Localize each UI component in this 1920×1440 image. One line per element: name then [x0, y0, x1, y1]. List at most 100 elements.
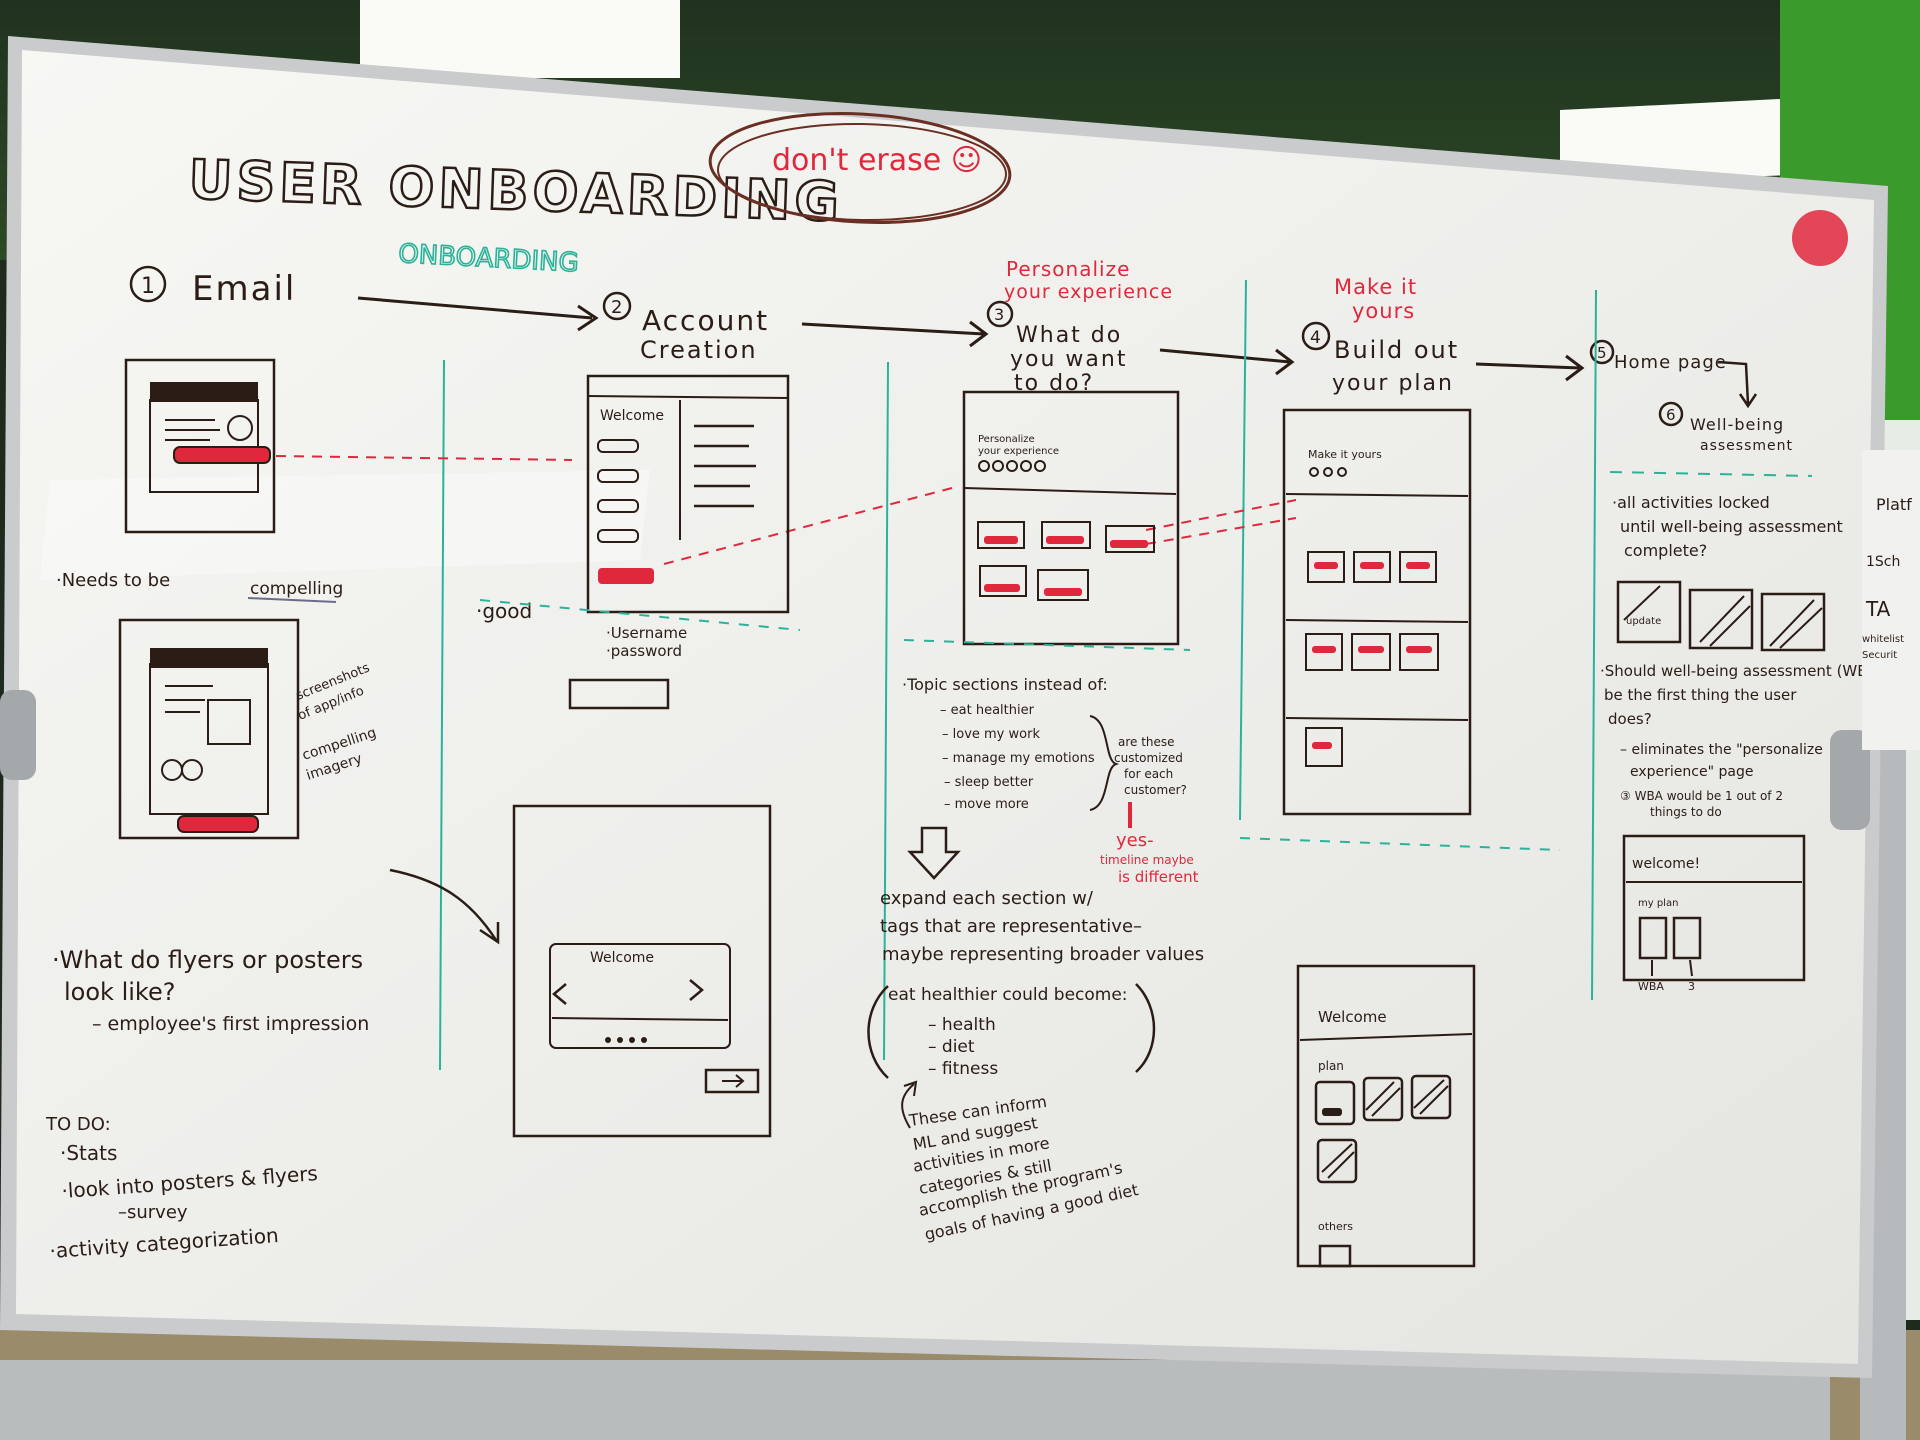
topic-item: – sleep better [944, 775, 1034, 790]
wireframe-text-lines [165, 685, 213, 713]
wireframe-home-welcome: welcome! [1632, 856, 1700, 872]
wireframe-personalize [962, 390, 1180, 646]
board-clip-right [1830, 730, 1870, 830]
adjacent-board [1862, 450, 1920, 750]
step-number [129, 265, 167, 303]
wireframe-input [597, 529, 639, 543]
topic-item: – love my work [942, 727, 1040, 742]
column-divider [1591, 289, 1597, 1001]
note-wba: ·Should well-being assessment (WBA) [1600, 662, 1884, 680]
down-arrow-icon [907, 826, 961, 880]
wireframe-header-bar [150, 382, 258, 402]
flow-arrow [1475, 354, 1585, 382]
topic-item: – manage my emotions [942, 751, 1095, 766]
magnet-icon [1792, 210, 1848, 266]
step-number: 5 [1597, 344, 1607, 362]
wireframe-home-welcome: Welcome [1318, 1008, 1387, 1026]
column-divider [1239, 279, 1247, 821]
wireframe-plan-rows [1305, 551, 1439, 767]
wireframe-phone-image [207, 699, 251, 745]
dashed-connector [1145, 499, 1297, 531]
note-eat-item: – diet [928, 1037, 975, 1057]
note-locked: complete? [1624, 541, 1707, 560]
paren-right [1135, 983, 1156, 1073]
step-number: 2 [611, 297, 622, 318]
wireframe-plan-card [1638, 916, 1668, 960]
wireframe-red-button [177, 815, 259, 833]
flow-arrow [1159, 348, 1295, 376]
hatch-fill [1321, 1079, 1449, 1179]
wireframe-welcome-text: Welcome [600, 408, 664, 424]
dont-erase-circle [708, 112, 1012, 224]
flow-arrow [357, 296, 599, 332]
note-username: ·Username [606, 624, 687, 642]
curved-arrow [389, 868, 500, 945]
step-account-label: Creation [640, 336, 758, 364]
wireframe-locked-tiles [1616, 580, 1826, 652]
flow-arrow [801, 320, 989, 348]
wireframe-divider [551, 1017, 729, 1021]
dont-erase-note: don't erase ☺ [772, 143, 982, 178]
step-number: 6 [1666, 406, 1676, 424]
wireframe-red-button [598, 568, 654, 584]
step-wellbeing-label: assessment [1700, 438, 1793, 454]
wireframe-carousel-screen [512, 804, 772, 1138]
wireframe-plan-cards [1314, 1074, 1452, 1268]
wireframe-dots [978, 460, 1046, 472]
step-red-title: Personalize [1006, 257, 1130, 281]
todo-item: ·Stats [60, 1141, 117, 1165]
teal-dashed-line [1609, 471, 1813, 477]
wireframe-input [597, 499, 639, 513]
side-question: customer? [1124, 783, 1187, 797]
step-number [602, 291, 632, 321]
teal-dashed-line [479, 599, 801, 631]
note-locked: until well-being assessment [1620, 517, 1843, 536]
wireframe-split [587, 395, 789, 540]
step-red-title: yours [1352, 299, 1415, 323]
note-wba: does? [1608, 710, 1652, 728]
locked-tile-update: update [1626, 616, 1661, 627]
wireframe-dots [1309, 467, 1347, 477]
answer-yes: timeline maybe [1100, 853, 1194, 867]
column-divider [439, 359, 445, 1071]
label-three: 3 [1688, 980, 1695, 993]
wireframe-personalize-title: Personalize [978, 434, 1035, 445]
dashed-connector [275, 455, 573, 461]
compelling-underline [247, 597, 337, 603]
arrow-right-icon [722, 1074, 745, 1088]
step-red-title: Make it [1334, 275, 1417, 299]
side-question: for each [1124, 767, 1173, 781]
note-eliminates: – eliminates the "personalize [1620, 742, 1823, 758]
step-home-label: Home page [1614, 352, 1727, 373]
step-number [1589, 339, 1615, 365]
note-wba: be the first thing the user [1604, 686, 1797, 704]
step-red-title: your experience [1004, 281, 1173, 303]
hatch-fill [1623, 585, 1823, 649]
wireframe-divider [963, 487, 1177, 495]
note-expand: expand each section w/ [880, 888, 1094, 909]
note-flyers: ·What do flyers or posters [52, 946, 363, 974]
note-password: ·password [606, 642, 682, 660]
step-build-label: Build out [1334, 336, 1459, 364]
step-number: 4 [1310, 328, 1321, 348]
dashed-connector [663, 487, 953, 565]
step-what-label: you want [1010, 347, 1127, 372]
answer-yes: yes- [1116, 830, 1154, 851]
step-number [1658, 401, 1684, 427]
adjacent-board-text: Securit [1862, 650, 1897, 661]
note-flyers: look like? [64, 978, 175, 1006]
wireframe-account [586, 374, 790, 614]
topic-item: – eat healthier [940, 703, 1035, 718]
flow-arrow [1717, 360, 1758, 409]
board-clip-left [0, 690, 36, 780]
step-what-label: What do [1016, 323, 1122, 348]
step-email-label: Email [192, 269, 296, 309]
glare [40, 470, 650, 580]
note-eat-item: – health [928, 1015, 996, 1035]
wireframe-topic-tiles [977, 521, 1155, 601]
step-wellbeing-label: Well-being [1690, 415, 1784, 434]
wireframe-home-page [1622, 834, 1806, 982]
todo-item: –survey [118, 1202, 188, 1223]
side-question: customized [1114, 751, 1183, 765]
